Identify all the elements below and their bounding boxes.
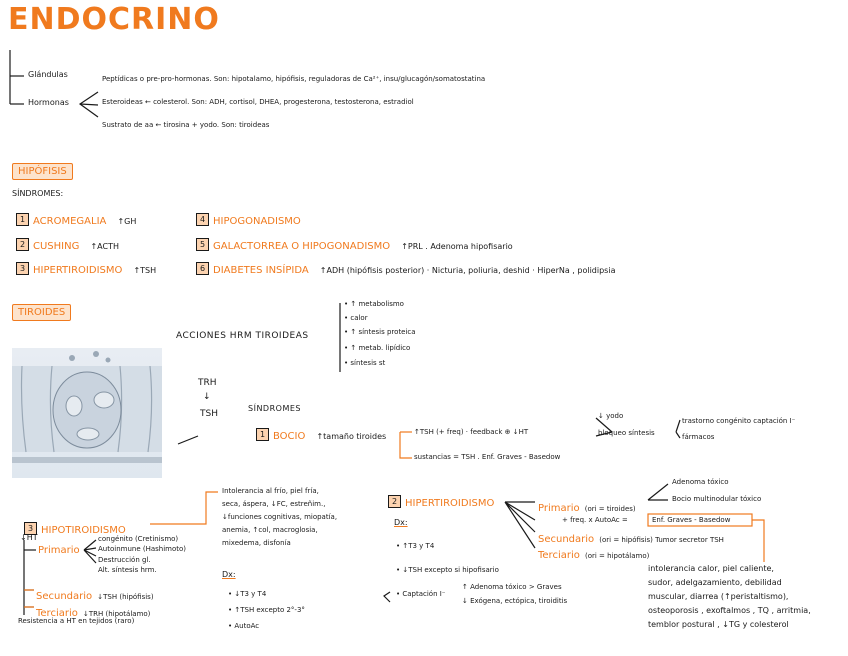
bocio-name: BOCIO — [273, 431, 305, 442]
hiper-primario: Primario (ori = tiroides) — [538, 496, 636, 515]
hipofisis-item-2: 2 CUSHING ↑ACTH — [16, 234, 119, 253]
hipo-primario-item: Destrucción gl. — [98, 556, 151, 564]
hipo-dx-label: Dx: — [222, 570, 236, 579]
bocio-desc: ↑tamaño tiroides — [316, 432, 386, 441]
hipo-clinica-line: Intolerancia al frío, piel fría, — [222, 487, 319, 495]
hipofisis-item-6: 6 DIABETES INSÍPIDA ↑ADH (hipófisis poste… — [196, 258, 615, 277]
hiper-captacion-down: ↓ Exógena, ectópica, tiroiditis — [462, 597, 567, 605]
thyroid-follicle-image — [12, 348, 162, 478]
esteroideas-text: Esteroideas ← colesterol. Son: ADH, cort… — [102, 98, 414, 106]
hiper-clinica-line: temblor postural , ↓TG y colesterol — [648, 620, 789, 629]
bocio-yodo: ↓ yodo — [598, 412, 623, 420]
item-name: CUSHING — [33, 241, 79, 252]
hipofisis-section-label: HIPÓFISIS — [12, 163, 73, 180]
accion-item: • ↑ metab. lipídico — [344, 344, 410, 352]
hipo-dx-item: • ↓T3 y T4 — [228, 590, 266, 598]
page-title: ENDOCRINO — [8, 2, 220, 37]
item-number: 3 — [16, 262, 29, 275]
hipofisis-item-5: 5 GALACTORREA O HIPOGONADISMO ↑PRL . Aden… — [196, 234, 513, 253]
hipo-secundario-desc: ↓TSH (hipófisis) — [97, 593, 153, 601]
hiper-dx-item: • ↑T3 y T4 — [396, 542, 434, 550]
hiper-dx-item: • ↓TSH excepto si hipofisario — [396, 566, 499, 574]
hiper-freq: + freq. x AutoAc = — [562, 516, 628, 524]
hiper-primario-label: Primario — [538, 503, 580, 514]
hiper-heading: 2 HIPERTIROIDISMO — [388, 491, 494, 510]
item-number: 1 — [256, 428, 269, 441]
sustrato-text: Sustrato de aa ← tirosina + yodo. Son: t… — [102, 121, 269, 129]
hiper-primario-desc: (ori = tiroides) — [585, 505, 636, 513]
item-name: HIPOGONADISMO — [213, 216, 301, 227]
hiper-clinica-line: muscular, diarrea (↑peristaltismo), — [648, 592, 788, 601]
item-number: 2 — [16, 238, 29, 251]
hiper-bocio-multi: Bocio multinodular tóxico — [672, 495, 761, 503]
item-number: 1 — [16, 213, 29, 226]
accion-item: • ↑ metabolismo — [344, 300, 404, 308]
hipo-resistencia: Resistencia a HT en tejidos (raro) — [18, 617, 134, 625]
trh-arrow: ↓ — [203, 392, 211, 402]
hipo-clinica-line: mixedema, disfonía — [222, 539, 291, 547]
item-name: GALACTORREA O HIPOGONADISMO — [213, 241, 390, 252]
item-desc: ↑ADH (hipófisis posterior) · Nicturia, p… — [320, 266, 616, 275]
hiper-terciario-desc: (ori = hipotálamo) — [585, 552, 649, 560]
hipo-clinica-line: anemia, ↑col, macroglosia, — [222, 526, 318, 534]
bocio-trastorno: trastorno congénito captación I⁻ — [682, 417, 795, 425]
bocio-line-1: ↑TSH (+ freq) · feedback ⊕ ↓HT — [414, 428, 528, 436]
item-name: HIPERTIROIDISMO — [33, 265, 122, 276]
glandulas-label: Glándulas — [28, 70, 68, 79]
item-desc: ↑TSH — [133, 266, 156, 275]
hiper-terciario: Terciario (ori = hipotálamo) — [538, 543, 649, 562]
hipofisis-item-3: 3 HIPERTIROIDISMO ↑TSH — [16, 258, 156, 277]
hipo-clinica-line: ↓funciones cognitivas, miopatía, — [222, 513, 337, 521]
bocio-heading: 1 BOCIO ↑tamaño tiroides — [256, 424, 386, 443]
trh-label: TRH — [198, 378, 217, 388]
hipo-clinica-line: seca, áspera, ↓FC, estreñim., — [222, 500, 325, 508]
hipo-primario-item: congénito (Cretinismo) — [98, 535, 178, 543]
peptidicas-text: Peptídicas o pre-pro-hormonas. Son: hipo… — [102, 75, 485, 83]
item-number: 6 — [196, 262, 209, 275]
item-number: 5 — [196, 238, 209, 251]
acciones-label: ACCIONES HRM TIROIDEAS — [176, 331, 309, 341]
tsh-label: TSH — [200, 409, 218, 419]
tiroides-sindromes-label: SÍNDROMES — [248, 404, 301, 413]
hiper-terciario-label: Terciario — [538, 550, 580, 561]
hiper-dx-label: Dx: — [394, 518, 408, 527]
item-number: 2 — [388, 495, 401, 508]
accion-item: • calor — [344, 314, 368, 322]
hipo-ht: ↓HT — [20, 533, 38, 542]
tiroides-section-label: TIROIDES — [12, 304, 71, 321]
hipofisis-item-1: 1 ACROMEGALIA ↑GH — [16, 209, 136, 228]
hipofisis-sindromes-label: SÍNDROMES: — [12, 189, 63, 198]
bocio-line-2: sustancias = TSH . Enf. Graves - Basedow — [414, 453, 560, 461]
item-number: 4 — [196, 213, 209, 226]
accion-item: • síntesis st — [344, 359, 385, 367]
item-desc: ↑ACTH — [90, 242, 119, 251]
hiper-clinica-line: sudor, adelgazamiento, debilidad — [648, 578, 782, 587]
hiper-adenoma: Adenoma tóxico — [672, 478, 729, 486]
item-name: ACROMEGALIA — [33, 216, 106, 227]
hiper-clinica-line: osteoporosis , exoftalmos , TQ , arritmi… — [648, 606, 811, 615]
item-name: DIABETES INSÍPIDA — [213, 265, 309, 276]
hiper-name: HIPERTIROIDISMO — [405, 498, 494, 509]
hipo-primario-item: Alt. síntesis hrm. — [98, 566, 157, 574]
hipo-primario: Primario — [38, 545, 80, 556]
hiper-clinica-line: intolerancia calor, piel caliente, — [648, 564, 774, 573]
item-desc: ↑GH — [117, 217, 136, 226]
hiper-graves: Enf. Graves - Basedow — [652, 516, 730, 524]
item-desc: ↑PRL . Adenoma hipofisario — [401, 242, 513, 251]
bocio-bloqueo: bloqueo síntesis — [598, 429, 655, 437]
hipofisis-item-4: 4 HIPOGONADISMO — [196, 209, 301, 228]
hipo-primario-item: Autoinmune (Hashimoto) — [98, 545, 186, 553]
hormonas-label: Hormonas — [28, 98, 69, 107]
hipo-dx-item: • ↑TSH excepto 2°-3° — [228, 606, 305, 614]
accion-item: • ↑ síntesis proteica — [344, 328, 416, 336]
hiper-dx-item: • Captación I⁻ — [396, 590, 446, 598]
hipo-dx-item: • AutoAc — [228, 622, 259, 630]
bocio-farmacos: fármacos — [682, 433, 714, 441]
hiper-captacion-up: ↑ Adenoma tóxico > Graves — [462, 583, 562, 591]
